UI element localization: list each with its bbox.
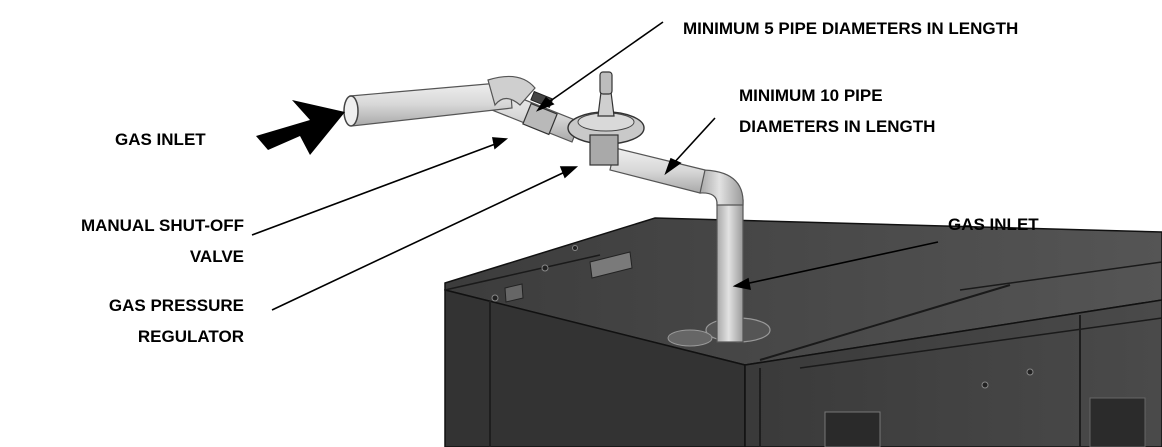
label-gas-pressure-regulator-line2: REGULATOR (137, 327, 244, 346)
fastener (572, 245, 578, 251)
fastener (981, 381, 989, 389)
label-gas-inlet-left: GAS INLET (115, 130, 206, 149)
panel-seam (799, 317, 1162, 369)
label-min-10-pipe-diameters-line1: MINIMUM 10 PIPE (739, 86, 883, 105)
label-manual-shutoff-line2: VALVE (189, 247, 244, 266)
inlet-pipe (349, 81, 513, 127)
gas-connection-collar (667, 329, 713, 347)
regulator-body (589, 134, 619, 166)
leader-lines (251, 21, 939, 311)
leader-gas-inlet-right (744, 241, 939, 285)
leader-manual-shutoff (251, 142, 499, 236)
gas-piping (343, 71, 744, 343)
label-manual-shutoff-line1: MANUAL SHUT-OFF (80, 216, 244, 235)
arrowhead (492, 137, 509, 150)
arrowhead (732, 277, 752, 291)
label-gas-inlet-right: GAS INLET (948, 215, 1039, 234)
leader-min-10-pipe (671, 117, 716, 166)
leader-min-5-pipe (545, 21, 664, 105)
inlet-pipe-opening (343, 95, 359, 127)
fastener (541, 264, 549, 272)
front-opening (824, 411, 881, 447)
unit-front-face (444, 289, 746, 447)
panel-seam (444, 254, 601, 291)
regulator-bonnet (597, 91, 615, 117)
fastener (1026, 368, 1034, 376)
fastener (491, 294, 499, 302)
arrowhead (559, 166, 579, 179)
label-gas-pressure-regulator-line1: GAS PRESSURE (108, 296, 244, 315)
top-access-panel (504, 283, 524, 303)
top-access-panel (589, 251, 633, 279)
manual-shutoff-valve (522, 102, 558, 136)
inlet-elbow (487, 75, 536, 107)
front-opening (1089, 397, 1146, 447)
regulator-vent-cap (599, 71, 613, 95)
downstream-pipe (609, 147, 706, 194)
pipe-elbow (699, 169, 744, 206)
gas-inlet-arrow-icon (256, 100, 345, 155)
panel-seam (959, 261, 1162, 291)
arrowhead (664, 157, 682, 176)
label-min-5-pipe-diameters: MINIMUM 5 PIPE DIAMETERS IN LENGTH (683, 19, 1019, 38)
arrowhead (535, 96, 555, 112)
label-min-10-pipe-diameters-line2: DIAMETERS IN LENGTH (739, 117, 936, 136)
vertical-gas-pipe (716, 199, 744, 343)
leader-gas-pressure-regulator (271, 170, 568, 311)
panel-seam (759, 284, 1011, 361)
appliance-unit (444, 217, 1162, 447)
unit-right-face (744, 299, 1162, 447)
